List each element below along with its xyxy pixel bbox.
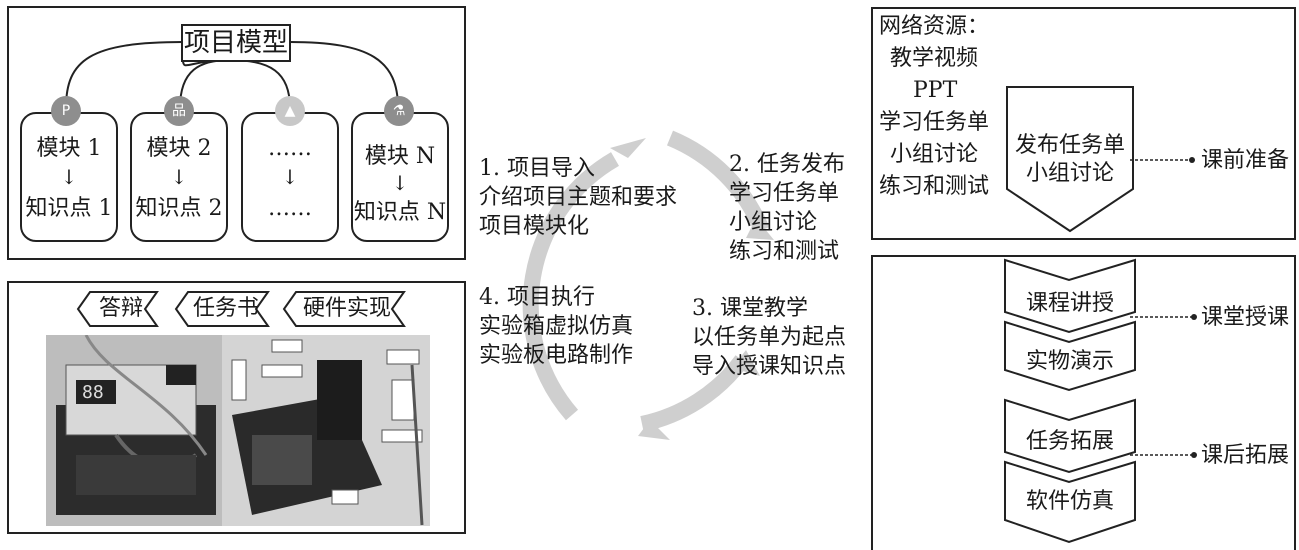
resource-item: 小组讨论	[890, 142, 979, 167]
knowledge-point: 知识点 2	[135, 196, 223, 221]
stage-in-class: 课堂授课	[1201, 305, 1290, 330]
chevron-task-extension: 任务拓展	[1025, 429, 1114, 454]
breadboard-image: 88	[46, 335, 222, 526]
step3-line: 以任务单为起点	[692, 325, 847, 350]
resource-item: 教学视频	[890, 46, 979, 71]
step4-line: 实验箱虚拟仿真	[479, 314, 634, 339]
module-arrow: ↓	[170, 165, 188, 189]
step4-title: 4. 项目执行	[479, 285, 595, 310]
chevron-label: 小组讨论	[1025, 161, 1114, 186]
in-class-connectors	[1130, 314, 1197, 458]
cycle-arrowhead	[732, 350, 760, 376]
cycle-arrowhead	[610, 138, 646, 158]
step1-line: 项目模块化	[479, 214, 590, 239]
resource-item: 练习和测试	[879, 174, 990, 199]
flask-icon: ⚗	[384, 96, 414, 126]
tag-task-book: 任务书	[192, 296, 259, 321]
module-card-2: 模块 2 ↓ 知识点 2	[130, 112, 228, 242]
step4-line: 实验板电路制作	[479, 343, 634, 368]
module-arrow: ↓	[60, 165, 78, 189]
knowledge-point: 知识点 1	[25, 196, 113, 221]
resource-item: PPT	[913, 78, 958, 103]
step2-line: 练习和测试	[729, 239, 840, 264]
pre-class-connector	[1130, 157, 1195, 163]
step1-line: 介绍项目主题和要求	[479, 185, 678, 210]
module-arrow: ↓	[391, 171, 409, 195]
step3-line: 导入授课知识点	[692, 354, 847, 379]
tag-hardware: 硬件实现	[302, 296, 391, 321]
module-card-1: 模块 1 ↓ 知识点 1	[20, 112, 118, 242]
knowledge-point: ……	[268, 196, 312, 221]
step3-title: 3. 课堂教学	[692, 296, 808, 321]
step1-title: 1. 项目导入	[479, 156, 595, 181]
svg-text:88: 88	[82, 382, 104, 403]
document-icon: P	[51, 96, 81, 126]
cycle-arrowhead	[746, 218, 774, 240]
experiment-box-photo	[222, 335, 430, 526]
chevron-software-sim: 软件仿真	[1025, 489, 1114, 514]
knowledge-point: 知识点 N	[353, 200, 447, 225]
stage-pre-class: 课前准备	[1201, 148, 1290, 173]
module-card-3: …… ↓ ……	[241, 112, 339, 242]
hierarchy-icon: 品	[164, 96, 194, 126]
pre-class-chevron	[1006, 86, 1134, 233]
chevron-demo: 实物演示	[1025, 349, 1114, 374]
module-name: ……	[268, 136, 312, 161]
module-card-n: 模块 N ↓ 知识点 N	[351, 112, 449, 242]
module-name: 模块 2	[146, 136, 212, 161]
resource-item: 学习任务单	[879, 110, 990, 135]
step2-line: 小组讨论	[729, 210, 818, 235]
experiment-board-photo: 88	[46, 335, 222, 526]
image-icon: ▲	[275, 96, 305, 126]
module-name: 模块 1	[36, 136, 102, 161]
module-arrow: ↓	[281, 165, 299, 189]
stage-after-class: 课后拓展	[1201, 443, 1290, 468]
resources-title: 网络资源：	[879, 14, 990, 39]
in-class-chevrons	[1004, 258, 1136, 544]
project-model-title: 项目模型	[181, 24, 291, 62]
chevron-lecture: 课程讲授	[1025, 291, 1114, 316]
tag-defense: 答辩	[98, 296, 143, 321]
chevron-label: 发布任务单	[1014, 133, 1125, 158]
cycle-diagram	[522, 130, 774, 440]
step2-line: 学习任务单	[729, 181, 840, 206]
experiment-box-image	[222, 335, 430, 526]
module-name: 模块 N	[364, 144, 436, 169]
output-tags	[76, 291, 406, 327]
step2-title: 2. 任务发布	[729, 152, 845, 177]
cycle-arrowhead	[638, 420, 670, 440]
